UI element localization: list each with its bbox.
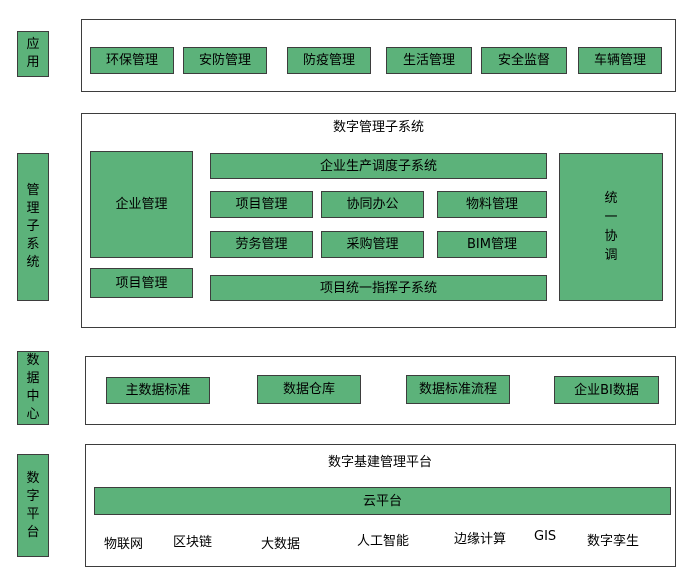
layer-label-char: 字 xyxy=(26,488,40,504)
layer-label-digital-platform: 数 字 平 台 xyxy=(17,454,49,557)
module-labor-management: 劳务管理 xyxy=(210,231,313,258)
application-panel xyxy=(81,19,676,92)
unified-coordination-box: 统 一 协 调 xyxy=(559,153,663,301)
project-command-subsystem: 项目统一指挥子系统 xyxy=(210,275,547,301)
tech-big-data: 大数据 xyxy=(261,537,301,552)
production-dispatch-subsystem: 企业生产调度子系统 xyxy=(210,153,547,179)
data-item-data-standard-process: 数据标准流程 xyxy=(406,375,510,404)
layer-label-char: 数 xyxy=(26,470,40,486)
cloud-platform-bar: 云平台 xyxy=(94,487,671,515)
layer-label-application: 应 用 xyxy=(17,31,49,77)
layer-label-char: 管 xyxy=(26,183,40,198)
app-item-safety-supervision: 安全监督 xyxy=(481,47,567,74)
data-item-enterprise-bi-data: 企业BI数据 xyxy=(554,376,659,404)
layer-label-char: 数 xyxy=(26,353,40,368)
module-collaborative-office: 协同办公 xyxy=(321,191,424,218)
layer-label-char: 心 xyxy=(26,407,40,422)
module-material-management: 物料管理 xyxy=(437,191,547,218)
layer-label-char: 统 xyxy=(26,255,40,270)
module-bim-management: BIM管理 xyxy=(437,231,547,258)
layer-label-char: 理 xyxy=(26,201,40,216)
unified-char: 协 xyxy=(604,229,618,244)
app-item-epidemic: 防疫管理 xyxy=(287,47,371,74)
module-procurement-management: 采购管理 xyxy=(321,231,424,258)
tech-iot: 物联网 xyxy=(104,537,144,552)
module-project-management: 项目管理 xyxy=(210,191,313,218)
tech-blockchain: 区块链 xyxy=(173,535,213,550)
layer-label-char: 用 xyxy=(26,55,40,70)
tech-ai: 人工智能 xyxy=(357,534,410,549)
layer-label-char: 据 xyxy=(26,371,40,386)
enterprise-management-box: 企业管理 xyxy=(90,151,193,258)
layer-label-management: 管 理 子 系 统 xyxy=(17,153,49,301)
layer-label-char: 中 xyxy=(26,389,40,404)
data-item-data-warehouse: 数据仓库 xyxy=(257,375,361,404)
tech-edge-computing: 边缘计算 xyxy=(454,532,507,547)
data-item-master-data-standard: 主数据标准 xyxy=(106,377,210,404)
management-panel-title: 数字管理子系统 xyxy=(332,120,424,135)
app-item-env: 环保管理 xyxy=(90,47,174,74)
digital-platform-title: 数字基建管理平台 xyxy=(327,455,432,470)
unified-char: 统 xyxy=(604,191,618,206)
unified-char: 一 xyxy=(604,210,618,225)
layer-label-data-center: 数 据 中 心 xyxy=(17,351,49,425)
tech-gis: GIS xyxy=(534,529,557,544)
app-item-security: 安防管理 xyxy=(183,47,267,74)
tech-digital-twin: 数字孪生 xyxy=(587,534,640,549)
unified-char: 调 xyxy=(604,248,618,263)
app-item-living: 生活管理 xyxy=(386,47,472,74)
project-management-left-box: 项目管理 xyxy=(90,268,193,298)
layer-label-char: 子 xyxy=(26,219,40,234)
layer-label-char: 应 xyxy=(26,37,40,52)
app-item-vehicle: 车辆管理 xyxy=(578,47,662,74)
layer-label-char: 台 xyxy=(26,524,40,540)
layer-label-char: 平 xyxy=(26,506,40,522)
layer-label-char: 系 xyxy=(26,237,40,252)
